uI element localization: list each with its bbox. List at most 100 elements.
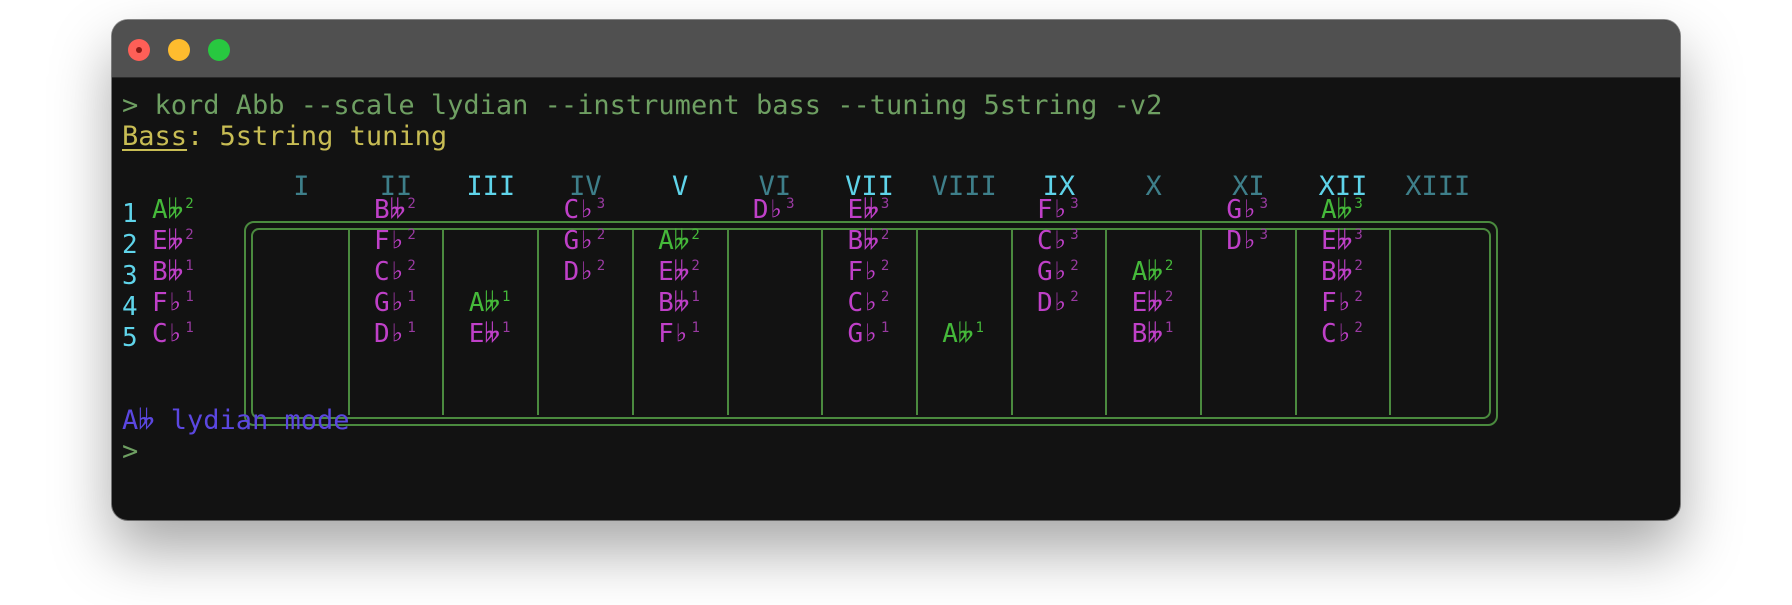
- fret-note: F♭2: [848, 257, 890, 287]
- octave-number: 2: [407, 258, 416, 274]
- octave-number: 2: [1164, 258, 1174, 274]
- note-name: F♭: [374, 226, 406, 256]
- open-string-note: E𝄫2: [152, 226, 194, 257]
- fret-note: C♭2: [374, 257, 416, 287]
- note-name: E𝄫: [1131, 288, 1163, 318]
- fret-note: A𝄫1: [942, 319, 984, 350]
- octave-number: 1: [407, 320, 416, 336]
- octave-number: 1: [975, 320, 984, 336]
- instrument-label: Bass: [122, 121, 188, 152]
- fret-label-ii: II: [379, 171, 413, 202]
- fret-wire: [347, 228, 350, 415]
- fret-wire: [1105, 228, 1108, 415]
- fret-note: C♭3: [563, 195, 605, 225]
- open-string-note: B𝄫1: [152, 257, 194, 288]
- fret-label-v: V: [672, 171, 689, 202]
- fret-note: A𝄫2: [1132, 257, 1174, 288]
- input-prompt[interactable]: >: [122, 436, 139, 467]
- note-name: A𝄫: [1321, 195, 1353, 225]
- octave-number: 2: [596, 227, 606, 243]
- note-name: F♭: [1321, 288, 1353, 318]
- fret-note: G♭1: [848, 319, 890, 349]
- octave-number: 2: [1354, 320, 1363, 336]
- fret-label-xi: XI: [1232, 171, 1265, 202]
- fret-wire: [442, 228, 445, 415]
- octave-number: 3: [1070, 196, 1079, 212]
- fret-label-viii: VIII: [931, 171, 997, 202]
- octave-number: 3: [1259, 227, 1269, 243]
- note-name: D♭: [374, 319, 406, 349]
- fret-label-ix: IX: [1042, 171, 1076, 202]
- fret-wire: [1200, 228, 1202, 415]
- note-name: G♭: [847, 319, 879, 349]
- terminal-content[interactable]: > kord Abb --scale lydian --instrument b…: [122, 77, 1680, 520]
- note-name: G♭: [1226, 195, 1258, 225]
- fret-note: B𝄫1: [658, 288, 700, 319]
- note-name: C♭: [1321, 319, 1353, 349]
- octave-number: 1: [502, 289, 511, 305]
- fret-wire: [726, 228, 729, 415]
- note-name: F♭: [847, 257, 879, 287]
- fret-wire: [1294, 228, 1297, 415]
- fret-wire: [915, 228, 918, 415]
- fret-note: C♭2: [848, 288, 890, 318]
- octave-number: 2: [691, 227, 700, 243]
- string-number: 4: [122, 292, 138, 322]
- octave-number: 1: [185, 258, 194, 274]
- octave-number: 2: [185, 227, 194, 243]
- fret-label-vii: VII: [845, 171, 894, 202]
- note-name: G♭: [1036, 257, 1069, 287]
- title-bar: [112, 20, 1680, 78]
- octave-number: 1: [185, 289, 194, 305]
- note-name: D♭: [563, 257, 595, 287]
- close-button[interactable]: [128, 39, 150, 61]
- octave-number: 1: [691, 289, 700, 305]
- fretboard-outer-border: [244, 221, 1498, 426]
- fret-note: B𝄫1: [1132, 319, 1174, 350]
- fret-note: D♭3: [1226, 226, 1268, 256]
- terminal-window: > kord Abb --scale lydian --instrument b…: [112, 20, 1680, 520]
- octave-number: 2: [185, 196, 194, 212]
- open-string-note: C♭1: [152, 319, 194, 349]
- octave-number: 3: [880, 196, 890, 212]
- fret-label-xii: XII: [1318, 171, 1368, 202]
- fret-wire: [1010, 228, 1013, 415]
- note-name: C♭: [563, 195, 595, 225]
- octave-number: 1: [880, 320, 890, 336]
- note-name: C♭: [1036, 226, 1069, 256]
- zoom-button[interactable]: [208, 39, 230, 61]
- fret-label-xiii: XIII: [1405, 171, 1471, 202]
- fret-note: B𝄫2: [1321, 257, 1363, 288]
- note-name: A𝄫: [942, 319, 974, 349]
- fret-wire: [821, 228, 824, 415]
- note-name: F♭: [1036, 195, 1069, 225]
- minimize-button[interactable]: [168, 39, 190, 61]
- note-name: A𝄫: [658, 226, 690, 256]
- note-name: A𝄫: [1131, 257, 1163, 287]
- fret-label-x: X: [1145, 171, 1162, 202]
- fret-note: D♭1: [374, 319, 416, 349]
- octave-number: 2: [691, 258, 700, 274]
- note-name: E𝄫: [658, 257, 690, 287]
- tuning-line: Bass: 5string tuning: [122, 119, 447, 155]
- octave-number: 1: [1164, 320, 1174, 336]
- fret-note: E𝄫2: [1132, 288, 1174, 319]
- octave-number: 2: [880, 227, 890, 243]
- note-name: B𝄫: [374, 195, 406, 225]
- fret-note: G♭1: [374, 288, 416, 318]
- fret-label-vi: VI: [758, 171, 792, 202]
- fret-note: F♭2: [374, 226, 416, 256]
- fret-note: F♭3: [1037, 195, 1079, 225]
- fret-note: E𝄫3: [1321, 226, 1363, 257]
- octave-number: 2: [1164, 289, 1174, 305]
- fret-note: C♭3: [1037, 226, 1079, 256]
- note-name: C♭: [152, 319, 184, 349]
- fret-note: A𝄫1: [469, 288, 511, 319]
- fret-note: B𝄫2: [374, 195, 416, 226]
- fret-note: A𝄫2: [658, 226, 700, 257]
- octave-number: 2: [407, 196, 416, 212]
- octave-number: 3: [1354, 227, 1363, 243]
- note-name: F♭: [152, 288, 184, 318]
- fret-note: D♭2: [563, 257, 605, 287]
- note-name: B𝄫: [658, 288, 690, 318]
